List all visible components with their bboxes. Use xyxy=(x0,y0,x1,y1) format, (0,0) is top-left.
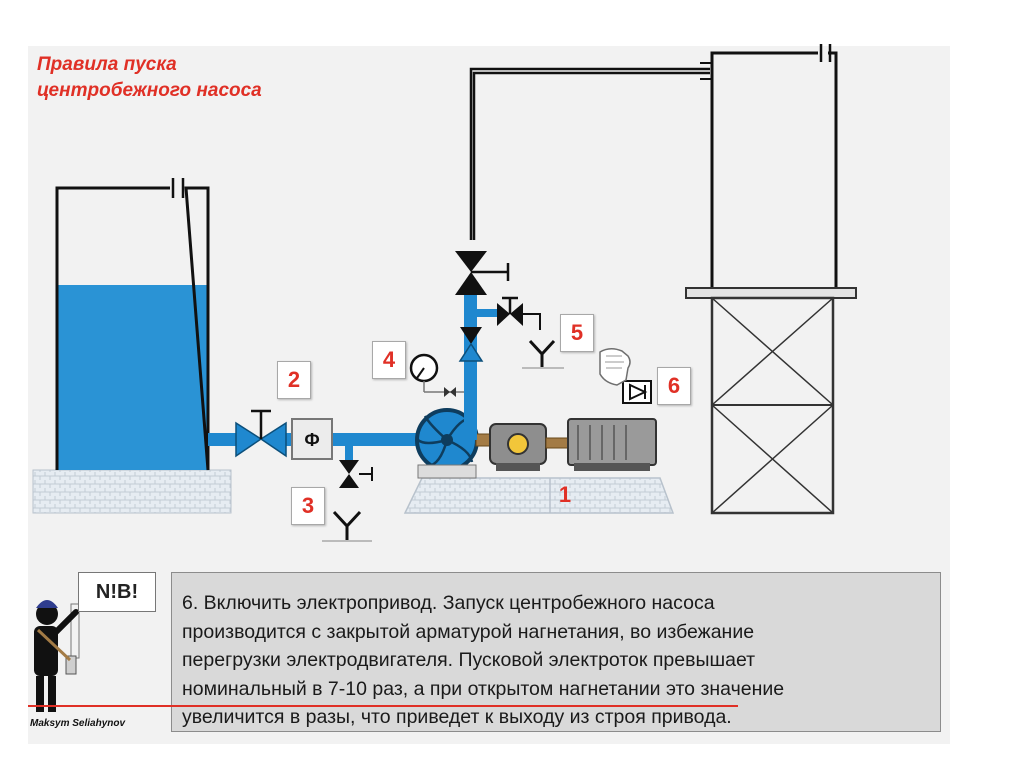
hand-icon xyxy=(599,348,631,386)
drain-funnel-3 xyxy=(322,510,372,542)
pressure-gauge xyxy=(409,353,464,397)
worker-figure xyxy=(34,600,80,712)
explanation-line: 6. Включить электропривод. Запуск центро… xyxy=(182,592,715,614)
vent-valve xyxy=(497,296,541,330)
discharge-pipe xyxy=(464,290,477,440)
marker-4: 4 xyxy=(372,341,406,379)
elevated-tank-vent xyxy=(819,44,832,62)
suction-pipe-segment xyxy=(330,433,422,446)
pump-impeller xyxy=(415,408,479,479)
electric-motor xyxy=(567,418,657,471)
discharge-valve-lower xyxy=(458,327,484,362)
marker-5: 5 xyxy=(560,314,594,352)
drain-branch-pipe xyxy=(345,446,353,460)
drain-valve xyxy=(339,460,373,488)
explanation-line: перегрузки электродвигателя. Пусковой эл… xyxy=(182,649,756,671)
author-credit: Maksym Seliahynov xyxy=(30,718,126,729)
bearing-housing xyxy=(489,423,569,471)
tank-vent-cap xyxy=(171,178,185,198)
title-line-1: Правила пуска xyxy=(37,54,177,75)
tank-water xyxy=(57,285,208,470)
explanation-line: номинальный в 7-10 раз, а при открытом н… xyxy=(182,677,785,700)
pump-base xyxy=(403,477,675,514)
supply-tank xyxy=(32,178,232,514)
explanation-line: производится с закрытой арматурой нагнет… xyxy=(182,620,755,643)
marker-2: 2 xyxy=(277,361,311,399)
discharge-valve-main xyxy=(455,251,510,295)
suction-valve xyxy=(235,409,287,458)
start-button xyxy=(622,380,652,404)
vent-branch-pipe xyxy=(477,309,497,317)
page-title: Правила пуска центробежного насоса xyxy=(37,52,262,104)
marker-1: 1 xyxy=(558,482,572,507)
elevated-tank xyxy=(700,44,838,288)
upper-discharge-pipe xyxy=(469,67,710,240)
explanation-panel: 6. Включить электропривод. Запуск центро… xyxy=(171,572,941,732)
marker-6: 6 xyxy=(657,367,691,405)
tank-wall xyxy=(55,186,210,471)
nb-badge: N!B! xyxy=(78,572,156,612)
title-line-2: центробежного насоса xyxy=(37,80,262,101)
suction-line xyxy=(208,433,422,460)
filter-label: Ф xyxy=(304,430,319,450)
explanation-line: увеличится в разы, что приведет к выходу… xyxy=(182,706,732,728)
tank-foundation xyxy=(32,469,232,514)
underline-divider xyxy=(28,705,738,707)
filter: Ф xyxy=(291,418,333,460)
marker-3: 3 xyxy=(291,487,325,525)
tower-structure xyxy=(685,287,857,515)
drain-funnel-5 xyxy=(522,339,564,369)
